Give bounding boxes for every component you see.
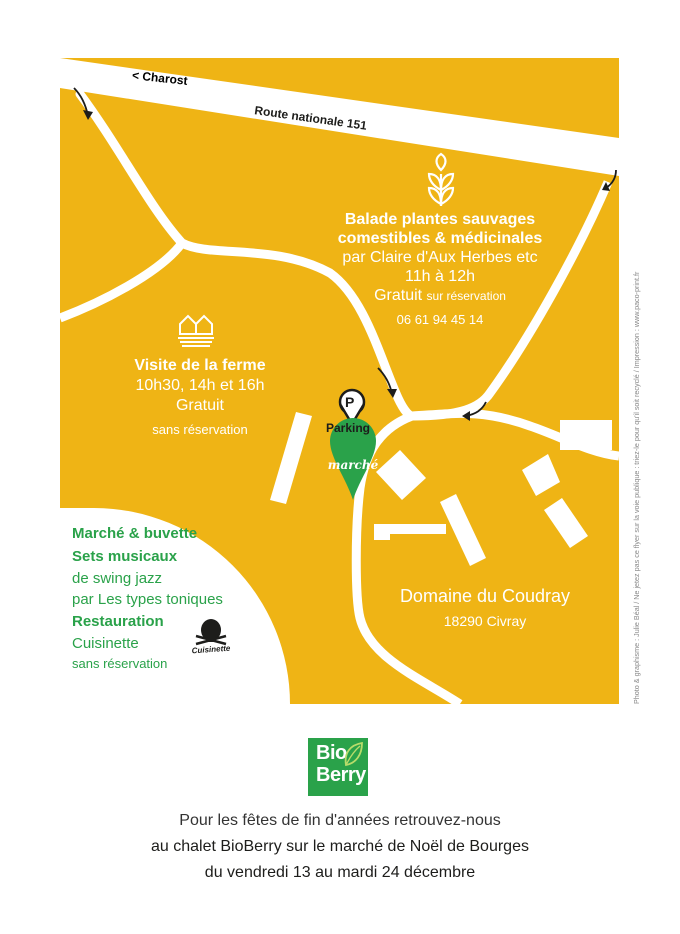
chef-hat-icon	[195, 619, 227, 646]
cuisinette: Cuisinette	[72, 635, 139, 652]
building-3	[560, 420, 612, 450]
balade-price: Gratuit	[374, 287, 423, 304]
footer-line-2: au chalet BioBerry sur le marché de Noël…	[151, 838, 529, 855]
ferme-price: Gratuit	[175, 397, 224, 414]
building-1	[376, 450, 426, 500]
logo-berry: Berry	[316, 764, 366, 786]
ferme-title: Visite de la ferme	[134, 357, 266, 374]
balade-guide: par Claire d'Aux Herbes etc	[342, 249, 538, 266]
marche-pin-shape	[330, 418, 376, 500]
building-ferme	[270, 412, 312, 504]
credits: Photo & graphisme : Julie Béal / Ne jete…	[632, 271, 641, 704]
road-left	[75, 89, 417, 421]
domaine-name: Domaine du Coudray	[399, 586, 571, 606]
bioberry-logo: Bio Berry	[308, 738, 368, 796]
footer: Pour les fêtes de fin d'années retrouvez…	[40, 808, 640, 886]
marche-pin-label: marché	[327, 458, 379, 472]
route-nationale-band	[60, 58, 619, 176]
logo-bio: Bio	[316, 742, 347, 764]
footer-line-3: du vendredi 13 au mardi 24 décembre	[204, 864, 476, 881]
balade-price-note: sur réservation	[426, 289, 506, 303]
marche-info: Marché & buvette Sets musicaux de swing …	[72, 522, 292, 674]
balade-price-line: Gratuit sur réservation	[290, 286, 590, 306]
sets-musicaux: Sets musicaux	[72, 548, 178, 565]
parking-symbol: P	[345, 394, 355, 410]
balade-phone: 06 61 94 45 14	[396, 312, 484, 327]
types-toniques: par Les types toniques	[72, 591, 223, 608]
marche-buvette: Marché & buvette	[72, 525, 198, 542]
building-5	[374, 524, 446, 540]
road-west-branch	[60, 240, 186, 323]
ferme-note: sans réservation	[152, 422, 248, 437]
restauration: Restauration	[72, 613, 164, 630]
logo-leaf-icon	[344, 741, 363, 767]
road-network	[60, 58, 619, 704]
building-6	[544, 498, 588, 548]
leaf-icon	[427, 152, 455, 206]
building-2	[522, 454, 560, 496]
cuisinette-logo: Cuisinette	[186, 616, 236, 658]
footer-line-1: Pour les fêtes de fin d'années retrouvez…	[179, 812, 501, 829]
cuisinette-note: sans réservation	[72, 656, 168, 671]
balade-hours: 11h à 12h	[405, 268, 475, 285]
swing-jazz: de swing jazz	[72, 570, 163, 587]
ferme-hours: 10h30, 14h et 16h	[135, 377, 265, 394]
domaine-address: 18290 Civray	[443, 613, 527, 629]
balade-title-1: Balade plantes sauvages	[344, 211, 536, 228]
parking-icon	[338, 388, 366, 427]
ferme-info: Visite de la ferme 10h30, 14h et 16h Gra…	[100, 356, 300, 437]
balade-title-2: comestibles & médicinales	[337, 230, 543, 247]
domaine-info: Domaine du Coudray 18290 Civray	[380, 586, 590, 629]
balade-info: Balade plantes sauvages comestibles & mé…	[290, 210, 590, 327]
farm-icon	[178, 314, 214, 347]
parking-label: Parking	[326, 421, 371, 435]
building-4	[440, 494, 486, 566]
